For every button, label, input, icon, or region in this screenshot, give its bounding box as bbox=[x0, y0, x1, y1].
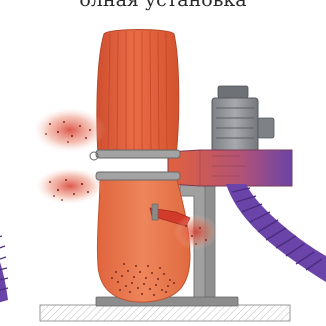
dust-puff-lower bbox=[36, 168, 104, 204]
filter-bag-icon bbox=[97, 30, 179, 157]
fan-housing bbox=[168, 150, 292, 186]
dust-puff-upper bbox=[34, 108, 106, 160]
base-plate bbox=[40, 305, 290, 321]
left-flex-duct-icon bbox=[0, 232, 8, 304]
dust-puff-inlet bbox=[174, 214, 218, 250]
clamp-ring-lower bbox=[96, 172, 180, 180]
clamp-ring-upper bbox=[96, 150, 180, 158]
right-flex-duct-icon bbox=[226, 184, 326, 282]
